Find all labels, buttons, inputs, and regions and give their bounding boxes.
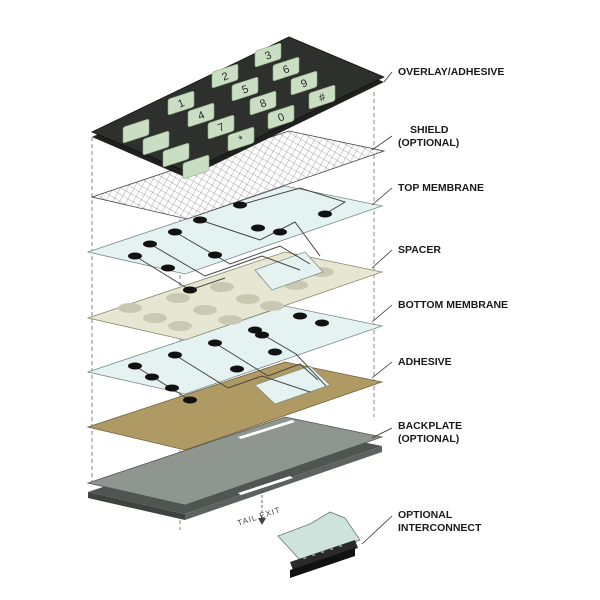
key-9: 9 [299, 77, 309, 90]
top-contacts [128, 201, 332, 294]
key-3: 3 [263, 49, 273, 62]
key-5: 5 [240, 83, 250, 96]
bottom-contacts [128, 312, 329, 404]
key-0: 0 [276, 111, 286, 124]
key-2: 2 [220, 70, 230, 83]
key-6: 6 [281, 63, 291, 76]
label-interconnect: INTERCONNECT [398, 522, 482, 534]
interconnect-part [277, 511, 361, 578]
label-top-membrane: TOP MEMBRANE [398, 182, 484, 194]
keypad-keys [122, 43, 336, 179]
key-star: * [237, 133, 246, 146]
label-interconnect-optional: OPTIONAL [398, 509, 453, 521]
label-backplate-optional: (OPTIONAL) [398, 433, 459, 445]
leader-lines [361, 71, 393, 545]
label-shield-optional: (OPTIONAL) [398, 137, 459, 149]
label-overlay: OVERLAY/ADHESIVE [398, 66, 504, 78]
overlay-layer: 1 2 3 4 5 6 7 8 9 * 0 # [91, 36, 385, 179]
label-spacer: SPACER [398, 244, 441, 256]
key-4: 4 [196, 109, 206, 122]
backplate-slot [238, 476, 293, 495]
backplate-top [86, 416, 384, 506]
tail-exit-label: TAIL EXIT [236, 505, 282, 527]
label-bottom-membrane: BOTTOM MEMBRANE [398, 299, 508, 311]
key-8: 8 [258, 97, 268, 110]
backplate-layer [86, 416, 384, 520]
key-hash: # [317, 91, 328, 105]
keypad-key-labels: 1 2 3 4 5 6 7 8 9 * 0 # [176, 49, 328, 146]
bottom-membrane-layer [86, 305, 384, 405]
adhesive-slot [238, 420, 295, 439]
top-membrane-layer [86, 185, 384, 294]
label-shield: SHIELD [410, 124, 449, 136]
label-backplate: BACKPLATE [398, 420, 462, 432]
key-7: 7 [216, 121, 226, 134]
layer-labels: OVERLAY/ADHESIVE SHIELD (OPTIONAL) TOP M… [398, 66, 508, 534]
label-adhesive: ADHESIVE [398, 356, 452, 368]
key-1: 1 [176, 97, 186, 110]
